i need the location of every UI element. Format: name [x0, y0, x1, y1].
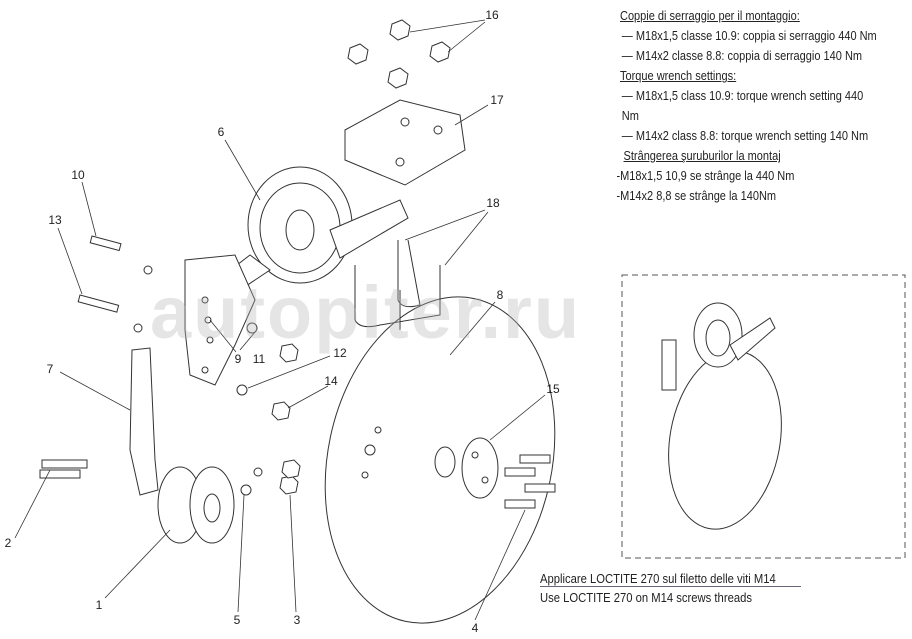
- callout-15: 15: [546, 382, 560, 396]
- hub-flange-part: [461, 437, 556, 509]
- small-hardware-part: [77, 235, 299, 421]
- callout-13: 13: [48, 213, 62, 227]
- loctite-english: Use LOCTITE 270 on M14 screws threads: [540, 591, 752, 605]
- bearing-hub-part: [39, 459, 301, 544]
- watermark: autopiter.ru: [150, 271, 582, 354]
- notes-heading-italian: Coppie di serraggio per il montaggio:: [620, 9, 800, 23]
- callout-11: 11: [252, 352, 266, 366]
- callout-3: 3: [293, 613, 301, 627]
- notes-heading-romanian: Strângerea şuruburilor la montaj: [623, 149, 781, 163]
- callout-5: 5: [233, 613, 241, 627]
- u-bolts-part: [354, 239, 441, 330]
- loctite-italian: Applicare LOCTITE 270 sul filetto delle …: [540, 572, 801, 587]
- callout-6: 6: [217, 125, 225, 139]
- callout-17: 17: [490, 93, 504, 107]
- coil-spring-part: [227, 166, 409, 291]
- notes-english-1: — M18x1,5 class 10.9: torque wrench sett…: [621, 89, 864, 123]
- callout-8: 8: [496, 288, 504, 302]
- torque-notes: Coppie di serraggio per il montaggio: — …: [616, 6, 877, 206]
- callout-4: 4: [471, 621, 479, 635]
- assembly-inset: [621, 274, 906, 559]
- notes-italian-1: — M18x1,5 classe 10.9: coppia si serragg…: [621, 29, 877, 43]
- nuts-part: [347, 19, 451, 89]
- notes-italian-2: — M14x2 classe 8.8: coppia di serraggio …: [621, 49, 863, 63]
- loctite-note: Applicare LOCTITE 270 sul filetto delle …: [540, 570, 801, 608]
- callout-16: 16: [485, 8, 499, 22]
- notes-english-2: — M14x2 class 8.8: torque wrench setting…: [621, 129, 869, 143]
- leader-lines: [14, 19, 546, 621]
- notes-romanian-1: -M18x1,5 10,9 se strânge la 440 Nm: [616, 169, 795, 183]
- arm-part: [129, 347, 159, 496]
- clamp-plate-part: [344, 99, 466, 186]
- mounting-bracket-part: [184, 254, 256, 386]
- notes-romanian-2: -M14x2 8,8 se strânge la 140Nm: [616, 189, 777, 203]
- callout-1: 1: [95, 598, 103, 612]
- notes-heading-english: Torque wrench settings:: [620, 69, 737, 83]
- callout-7: 7: [46, 362, 54, 376]
- callout-9: 9: [234, 352, 242, 366]
- callout-18: 18: [486, 196, 500, 210]
- callout-2: 2: [4, 536, 12, 550]
- callout-14: 14: [324, 374, 338, 388]
- callout-12: 12: [333, 346, 347, 360]
- callout-10: 10: [71, 168, 85, 182]
